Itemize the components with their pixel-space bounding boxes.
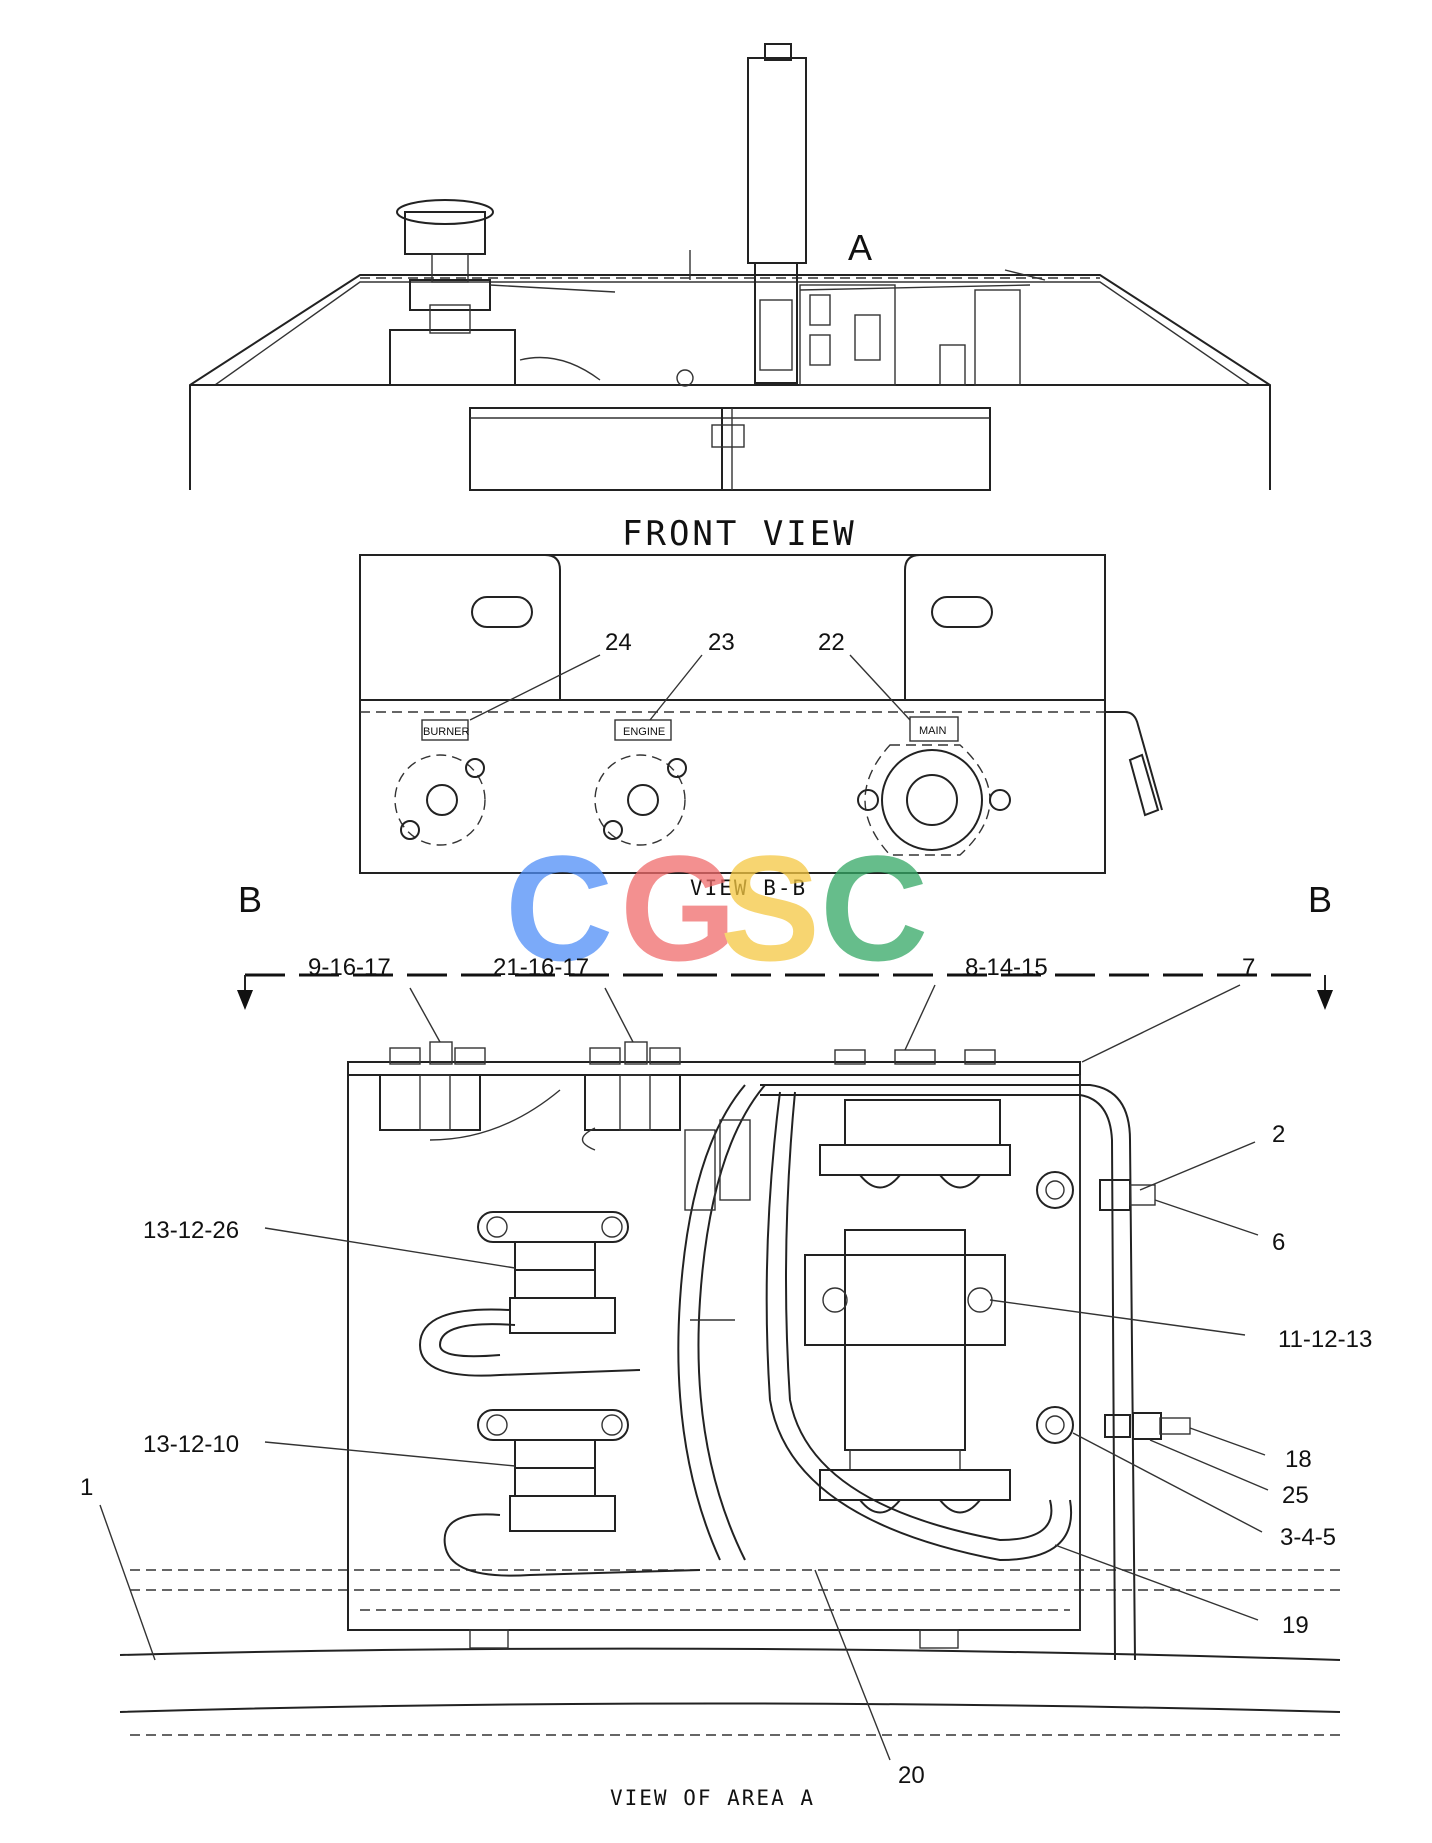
callout-24: 24 <box>605 629 632 656</box>
view-area-a-title: VIEW OF AREA A <box>610 1786 815 1810</box>
area-a-marker: A <box>848 227 872 268</box>
burner-switch-tag: BURNER <box>423 726 470 738</box>
watermark-letter-s: S <box>720 824 820 992</box>
callout-8-14-15: 8-14-15 <box>965 954 1048 981</box>
callout-18: 18 <box>1285 1446 1312 1473</box>
callout-21-16-17: 21-16-17 <box>493 954 589 981</box>
callout-22: 22 <box>818 629 845 656</box>
callout-19: 19 <box>1282 1612 1309 1639</box>
main-tag-box <box>909 716 959 742</box>
front-view-drawing <box>189 43 1271 491</box>
callout-11-12-13: 11-12-13 <box>1278 1326 1372 1353</box>
section-b-left-marker: B <box>238 879 262 920</box>
callout-13-12-10: 13-12-10 <box>143 1431 239 1458</box>
section-line-b-b <box>237 973 1333 1010</box>
engine-switch-tag: ENGINE <box>623 726 665 738</box>
callout-9-16-17: 9-16-17 <box>308 954 391 981</box>
burner-tag-box <box>421 719 469 741</box>
callout-25: 25 <box>1282 1482 1309 1509</box>
area-a-drawing <box>119 1041 1341 1736</box>
callout-13-12-26: 13-12-26 <box>143 1217 239 1244</box>
callout-2: 2 <box>1272 1121 1285 1148</box>
watermark-letter-c1: C <box>505 824 613 992</box>
watermark-letter-g: G <box>620 824 737 992</box>
section-b-right-marker: B <box>1308 879 1332 920</box>
view-b-b-title: VIEW B-B <box>690 876 807 900</box>
callout-23: 23 <box>708 629 735 656</box>
cgsc-watermark: C G S C <box>505 824 928 992</box>
callout-3-4-5: 3-4-5 <box>1280 1524 1336 1551</box>
front-view-title: FRONT VIEW <box>622 514 857 554</box>
callout-6: 6 <box>1272 1229 1285 1256</box>
callout-7: 7 <box>1242 954 1255 981</box>
callout-20: 20 <box>898 1762 925 1789</box>
engine-tag-box <box>614 719 672 741</box>
main-switch-tag: MAIN <box>919 725 947 737</box>
watermark-letter-c2: C <box>820 824 928 992</box>
leader-lines <box>99 984 1269 1761</box>
view-b-b-drawing <box>359 554 1163 874</box>
callout-1: 1 <box>80 1474 93 1501</box>
